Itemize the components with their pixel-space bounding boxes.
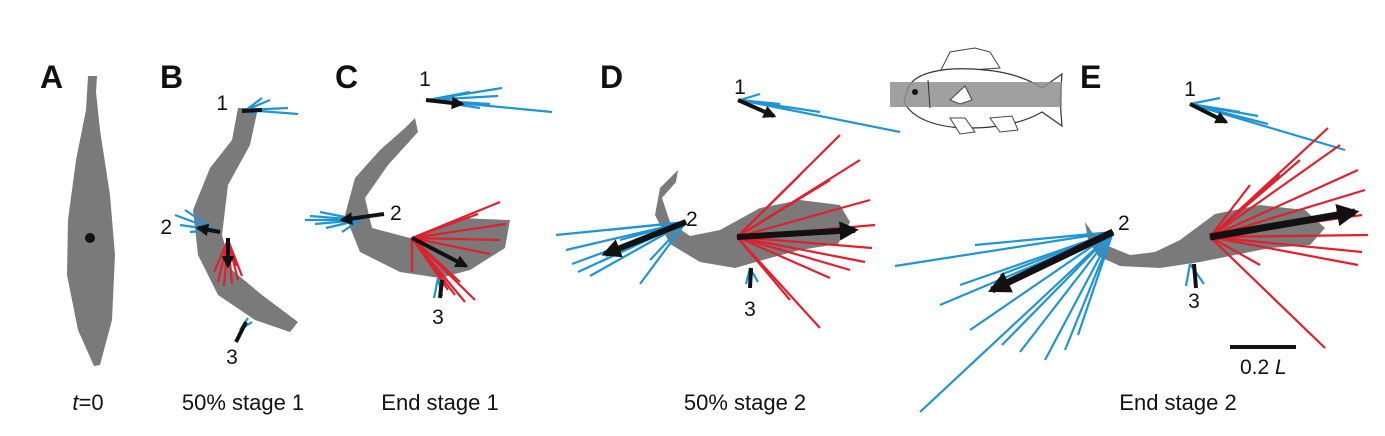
- panel-letter-c: C: [335, 59, 358, 95]
- caption-a: t=0: [72, 390, 103, 415]
- point-label-2-b: 2: [160, 216, 172, 239]
- panel-letter-a: A: [40, 59, 63, 95]
- caption-d: 50% stage 2: [684, 390, 806, 415]
- fish-body-a: [67, 76, 115, 366]
- point-label-2-d: 2: [686, 208, 698, 231]
- panel-letter-e: E: [1080, 59, 1101, 95]
- resultant-arrows-c: [339, 96, 469, 299]
- caption-b: 50% stage 1: [182, 390, 304, 415]
- fish-icon: [890, 47, 1063, 135]
- point-label-1-c: 1: [419, 68, 431, 91]
- resultant-arrows-b: [195, 108, 263, 343]
- panel-a: A t=0: [40, 59, 115, 415]
- scale-bar: 0.2 L: [1230, 345, 1296, 379]
- panel-letter-d: D: [600, 59, 623, 95]
- point-label-3-e: 3: [1188, 290, 1200, 313]
- center-of-mass-dot: [85, 233, 95, 243]
- fish-body-b: [193, 108, 298, 332]
- measurement-band: [890, 82, 1062, 107]
- fish-body-c: [345, 118, 510, 278]
- panel-e: E: [894, 59, 1369, 415]
- scale-bar-label: 0.2 L: [1240, 356, 1287, 379]
- resultant-arrows-e: [987, 102, 1360, 294]
- point-label-3-c: 3: [432, 306, 444, 329]
- point-label-1-b: 1: [216, 92, 228, 115]
- fish-body-d: [655, 170, 850, 268]
- panel-d: D: [555, 59, 901, 415]
- point-label-1-e: 1: [1184, 78, 1196, 101]
- resultant-arrows-d: [601, 98, 859, 289]
- caption-e: End stage 2: [1119, 390, 1236, 415]
- panel-letter-b: B: [160, 59, 183, 95]
- caption-c: End stage 1: [381, 390, 498, 415]
- point-label-2-c: 2: [390, 202, 402, 225]
- panel-c: C: [305, 59, 553, 415]
- point-label-3-d: 3: [744, 298, 756, 321]
- panel-b: B: [160, 59, 304, 415]
- point-label-2-e: 2: [1118, 212, 1130, 235]
- point-label-1-d: 1: [734, 76, 746, 99]
- point-label-3-b: 3: [226, 346, 238, 369]
